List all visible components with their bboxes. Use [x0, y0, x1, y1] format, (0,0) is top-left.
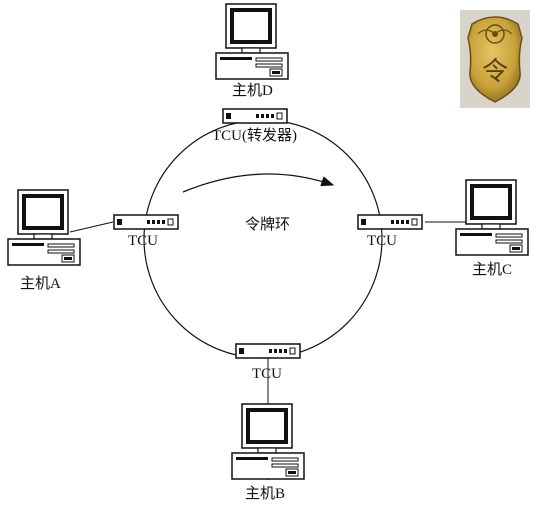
tcu-d-icon[interactable] — [222, 108, 288, 124]
host-b-computer-icon[interactable] — [231, 403, 305, 480]
host-d-label: 主机D — [232, 83, 273, 99]
tcu-b-icon[interactable] — [235, 343, 301, 359]
tcu-a-label: TCU — [128, 233, 158, 249]
tcu-c-label: TCU — [367, 233, 397, 249]
tcu-d-label: TCU(转发器) — [212, 128, 297, 144]
tcu-b-label: TCU — [252, 366, 282, 382]
token-medallion-icon: 令 — [460, 10, 530, 108]
host-b-label: 主机B — [245, 486, 286, 502]
ring-direction-arrow — [182, 173, 335, 193]
host-c-computer-icon[interactable] — [455, 179, 529, 256]
host-c-label: 主机C — [472, 262, 513, 278]
link-host-a — [69, 221, 114, 233]
tcu-c-icon[interactable] — [357, 214, 423, 230]
token-character: 令 — [482, 57, 508, 87]
host-a-computer-icon[interactable] — [7, 189, 81, 266]
host-d-computer-icon[interactable] — [215, 3, 289, 80]
host-a-label: 主机A — [20, 276, 61, 292]
ring-label: 令牌环 — [245, 217, 291, 233]
tcu-a-icon[interactable] — [113, 214, 179, 230]
token-ring — [143, 119, 383, 359]
